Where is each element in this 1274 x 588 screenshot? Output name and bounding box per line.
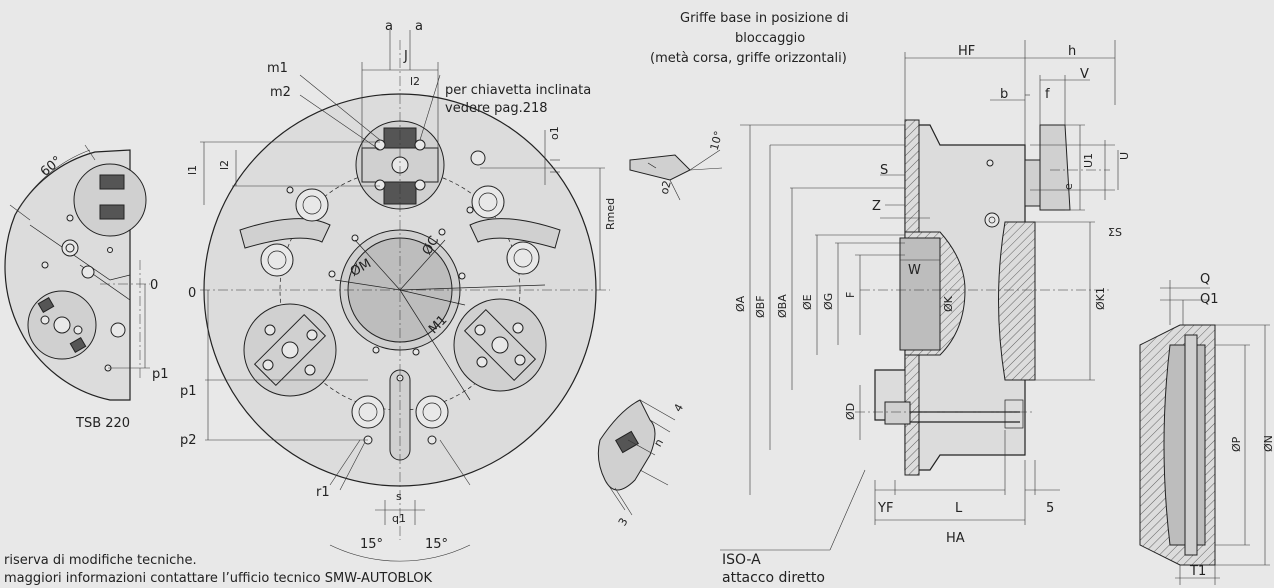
key-note-line1: per chiavetta inclinata (445, 83, 591, 98)
dim-o2: o2 (658, 179, 674, 196)
dim-m2: m2 (270, 85, 291, 100)
dim-diam-G: ØG (822, 293, 835, 310)
dim-L: L (955, 501, 963, 516)
dim-b: b (1000, 87, 1008, 102)
footer-line1: riserva di modifiche tecniche. (4, 553, 197, 568)
clamp-title-2: bloccaggio (735, 31, 805, 46)
dim-HF: HF (958, 44, 975, 59)
dim-5: 5 (1046, 501, 1054, 516)
clamp-title-1: Griffe base in posizione di (680, 11, 848, 26)
dim-a-right: a (415, 19, 423, 34)
jaw-section-detail (597, 399, 676, 516)
dim-f: f (1045, 87, 1050, 102)
dim-l2-top: l2 (410, 75, 420, 88)
dim-o1: o1 (548, 126, 561, 140)
dim-diam-A: ØA (734, 295, 747, 312)
dim-diam-N: ØN (1262, 435, 1274, 452)
tsb220-label: TSB 220 (75, 416, 130, 431)
footer-line2: maggiori informazioni contattare l’uffic… (4, 571, 432, 586)
dim-S: S (880, 163, 888, 178)
clamp-title-3: (metà corsa, griffe orizzontali) (650, 51, 847, 66)
dim-3: 3 (616, 516, 631, 529)
dim-sum-S: ΣS (1108, 226, 1122, 239)
dim-rmed: Rmed (604, 198, 617, 230)
dim-s: s (396, 490, 402, 503)
dim-l1: l1 (186, 165, 199, 175)
dim-m1: m1 (267, 61, 288, 76)
key-detail (629, 149, 723, 201)
front-zero-label: 0 (188, 286, 196, 301)
dim-U1: U1 (1082, 153, 1095, 168)
dim-diam-E: ØE (801, 294, 814, 310)
dim-e: e (1062, 183, 1075, 190)
dim-HA: HA (946, 531, 965, 546)
dim-diam-D: ØD (844, 403, 857, 420)
dim-h: h (1068, 44, 1076, 59)
dim-Q: Q (1200, 272, 1210, 287)
angle-15-right: 15° (425, 537, 448, 552)
dim-YF: YF (877, 501, 893, 516)
dim-F: F (844, 292, 857, 298)
dim-W: W (908, 263, 921, 278)
dim-r1: r1 (316, 485, 330, 500)
dim-n: n (651, 437, 666, 450)
dim-U: U (1118, 152, 1131, 160)
dim-diam-K1: ØK1 (1094, 287, 1107, 310)
tsb220-partial-view (4, 144, 150, 401)
dim-a-left: a (385, 19, 393, 34)
key-note-line2: vedere pag.218 (445, 101, 548, 116)
tsb-zero-label: 0 (150, 278, 158, 293)
front-p1-label: p1 (180, 384, 197, 399)
dim-l2: l2 (218, 160, 231, 170)
dim-Z: Z (872, 199, 881, 214)
iso-a-label: ISO-A (722, 552, 761, 568)
angle-10-label: 10° (708, 130, 726, 152)
front-view (200, 30, 610, 562)
direct-attach-label: attacco diretto (722, 570, 825, 586)
front-p2-label: p2 (180, 433, 197, 448)
dim-q1: q1 (392, 512, 406, 525)
dim-diam-BF: ØBF (754, 295, 767, 318)
adapter-plate-detail (1139, 280, 1270, 585)
dim-V: V (1080, 67, 1089, 82)
dim-J: J (403, 49, 408, 64)
dim-diam-P: ØP (1230, 436, 1243, 452)
angle-15-left: 15° (360, 537, 383, 552)
dim-T1: T1 (1189, 564, 1206, 579)
dim-diam-BA: ØBA (776, 294, 789, 318)
tsb-p1-label: p1 (152, 367, 169, 382)
dim-diam-K: ØK (942, 295, 955, 312)
dim-4: 4 (671, 402, 686, 415)
side-section-view (720, 40, 1119, 551)
dim-Q1: Q1 (1200, 292, 1219, 307)
